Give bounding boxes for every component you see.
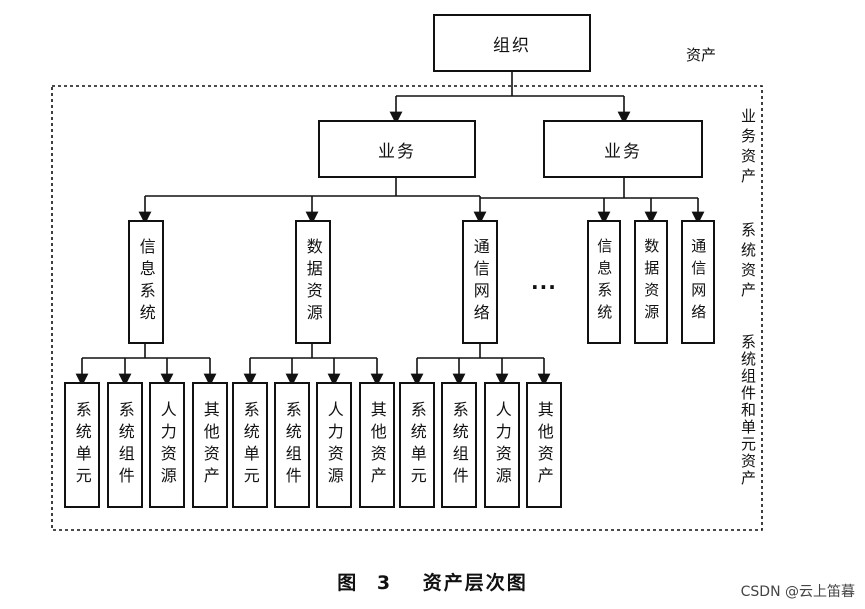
system-node-data: 数据资源 [295, 220, 331, 344]
system-node-network: 通信网络 [681, 220, 715, 344]
system-node-info: 信息系统 [128, 220, 164, 344]
figure-caption: 图 3 资产层次图 [0, 568, 865, 595]
business-asset-label: 业务资产 [739, 108, 757, 188]
component-node: 其他资产 [526, 382, 562, 508]
caption-number: 3 [376, 572, 393, 594]
component-node: 其他资产 [192, 382, 228, 508]
component-node: 人力资源 [484, 382, 520, 508]
component-node: 系统单元 [232, 382, 268, 508]
component-node: 人力资源 [316, 382, 352, 508]
asset-label: 资产 [686, 46, 717, 64]
component-node: 系统组件 [274, 382, 310, 508]
org-node: 组织 [433, 14, 591, 72]
business-node: 业务 [543, 120, 703, 178]
system-node-network: 通信网络 [462, 220, 498, 344]
asset-boundary [51, 85, 763, 531]
component-node: 系统单元 [64, 382, 100, 508]
business-node: 业务 [318, 120, 476, 178]
more-systems-ellipsis: ... [531, 270, 557, 294]
caption-prefix: 图 [337, 572, 359, 594]
caption-title: 资产层次图 [422, 572, 528, 594]
system-node-info: 信息系统 [587, 220, 621, 344]
system-node-data: 数据资源 [634, 220, 668, 344]
component-node: 其他资产 [359, 382, 395, 508]
system-asset-label: 系统资产 [739, 222, 757, 302]
component-node: 人力资源 [149, 382, 185, 508]
component-node: 系统组件 [107, 382, 143, 508]
component-node: 系统单元 [399, 382, 435, 508]
watermark: CSDN @云上笛暮 [740, 584, 855, 600]
component-node: 系统组件 [441, 382, 477, 508]
component-asset-label: 系统组件和单元资产 [739, 334, 757, 487]
